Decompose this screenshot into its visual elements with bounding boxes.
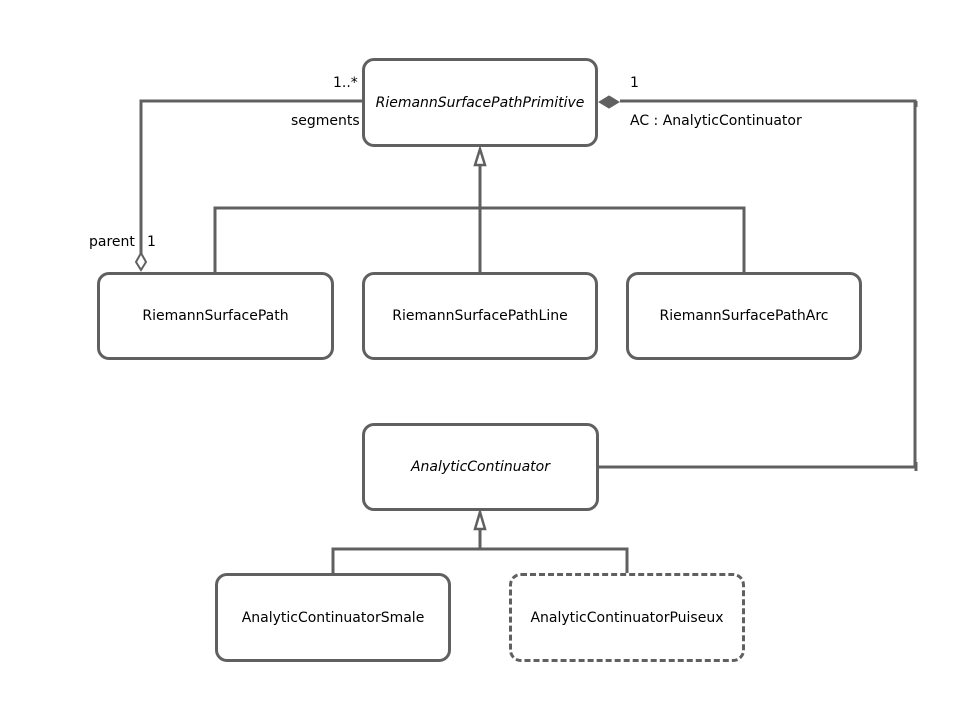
class-name: AnalyticContinuator bbox=[410, 459, 550, 475]
class-riemann-surface-path-arc[interactable]: RiemannSurfacePathArc bbox=[626, 272, 862, 360]
composition-diamond bbox=[598, 95, 620, 109]
segments-aggregation-line bbox=[139, 99, 362, 255]
class-riemann-surface-path-primitive[interactable]: RiemannSurfacePathPrimitive bbox=[362, 58, 598, 147]
ac-role-label: AC : AnalyticContinuator bbox=[630, 113, 802, 129]
class-analytic-continuator-smale[interactable]: AnalyticContinuatorSmale bbox=[215, 573, 451, 662]
class-name: RiemannSurfacePath bbox=[142, 308, 289, 324]
parent-multiplicity-label: 1 bbox=[147, 234, 156, 250]
segments-multiplicity-label: 1..* bbox=[333, 75, 358, 91]
continuator-generalization-branch bbox=[331, 547, 629, 573]
class-riemann-surface-path[interactable]: RiemannSurfacePath bbox=[97, 272, 334, 360]
path-generalization-branch bbox=[213, 206, 746, 272]
aggregation-diamond bbox=[134, 250, 148, 272]
class-analytic-continuator-puiseux[interactable]: AnalyticContinuatorPuiseux bbox=[509, 573, 745, 662]
class-name: AnalyticContinuatorSmale bbox=[241, 609, 425, 626]
path-generalization-arrowhead bbox=[473, 144, 487, 167]
class-name: RiemannSurfacePathLine bbox=[392, 308, 568, 324]
parent-role-label: parent bbox=[89, 234, 135, 250]
class-analytic-continuator[interactable]: AnalyticContinuator bbox=[362, 423, 599, 511]
class-name: AnalyticContinuatorPuiseux bbox=[530, 609, 724, 626]
class-name: RiemannSurfacePathArc bbox=[659, 308, 829, 324]
continuator-generalization-arrowhead bbox=[473, 507, 487, 531]
ac-multiplicity-label: 1 bbox=[630, 75, 639, 91]
class-riemann-surface-path-line[interactable]: RiemannSurfacePathLine bbox=[362, 272, 598, 360]
class-name: RiemannSurfacePathPrimitive bbox=[375, 94, 585, 111]
segments-role-label: segments bbox=[291, 113, 360, 129]
